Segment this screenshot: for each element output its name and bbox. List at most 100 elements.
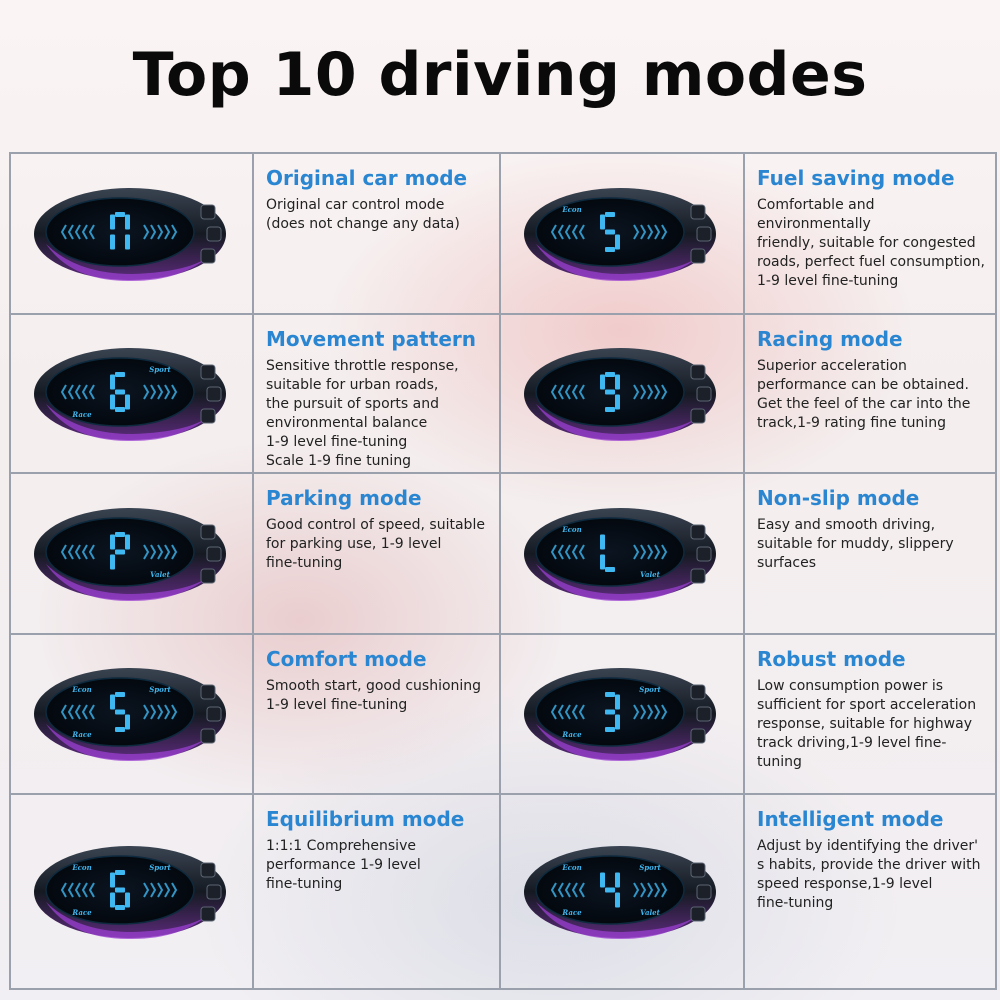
chevron-icon (661, 704, 668, 720)
chevron-icon (564, 224, 571, 239)
digit-segment (615, 694, 620, 710)
digit-segment (109, 214, 115, 229)
digit-segment (605, 709, 615, 715)
mode-indicator-valet: Valet (150, 570, 170, 579)
chevron-icon (578, 384, 585, 399)
controller-side-button (696, 706, 712, 722)
controller-side-button (200, 568, 215, 583)
chevron-icon (156, 224, 163, 239)
chevron-icon (633, 544, 640, 559)
mode-description: Comfortable and environmentally friendly… (757, 197, 985, 289)
chevron-icon (661, 882, 668, 897)
mode-indicator-sport: Sport (149, 863, 171, 872)
chevron-icon (550, 704, 557, 720)
chevron-icon (647, 704, 654, 720)
controller-side-button (696, 386, 712, 401)
throttle-controller-image: Econ (524, 187, 716, 281)
chevron-icon (578, 544, 585, 559)
chevron-icon (170, 544, 177, 559)
chevron-icon (571, 224, 578, 239)
chevron-icon (60, 384, 67, 399)
chevron-icon (149, 224, 156, 239)
controller-accent (45, 724, 212, 762)
digit-segment (114, 531, 125, 537)
digit-segment (615, 234, 620, 249)
chevron-icon (81, 224, 88, 239)
chevron-icon (661, 544, 668, 559)
mode-description: Low consumption power is sufficient for … (757, 678, 977, 770)
chevron-icon (654, 224, 661, 239)
chevron-icon (67, 224, 74, 239)
chevron-icon (571, 544, 578, 559)
chevron-icon (142, 704, 149, 720)
controller-side-button (200, 524, 215, 539)
mode-description: Original car control mode (does not chan… (266, 197, 460, 232)
controller-side-button (690, 684, 706, 700)
controller-side-button (206, 546, 221, 561)
controller-side-button (690, 728, 706, 744)
digit-segment (114, 904, 125, 910)
digit-segment (114, 549, 125, 554)
mode-image-cell: Valet (11, 474, 254, 635)
chevron-icon (564, 544, 571, 559)
display-digit (109, 371, 130, 412)
digit-segment (114, 869, 125, 875)
chevron-icon (60, 882, 67, 897)
chevron-icon (142, 384, 149, 399)
chevron-icon (640, 384, 647, 399)
chevron-icon (550, 224, 557, 239)
chevron-icon (557, 384, 564, 399)
chevron-icon (163, 882, 170, 897)
display-digit (109, 869, 130, 910)
chevron-icon (142, 882, 149, 897)
chevron-icon (654, 704, 661, 720)
chevron-icon (564, 704, 571, 720)
chevron-icon (550, 384, 557, 399)
chevron-icon (142, 224, 149, 239)
controller-side-button (200, 862, 215, 877)
digit-segment (605, 887, 615, 892)
chevron-icon (564, 384, 571, 399)
controller-side-button (690, 364, 706, 379)
mode-description: Smooth start, good cushioning 1-9 level … (266, 678, 482, 713)
chevron-icon (571, 882, 578, 897)
chevron-icon (81, 882, 88, 897)
digit-segment (124, 234, 130, 249)
mode-title: Movement pattern (266, 327, 477, 351)
controller-side-button (206, 226, 221, 241)
mode-image-cell (501, 315, 745, 474)
chevron-icon (60, 704, 67, 720)
controller-side-button (200, 248, 215, 263)
mode-indicator-econ: Econ (561, 525, 581, 534)
chevron-icon (557, 544, 564, 559)
chevron-icon (633, 384, 640, 399)
chevron-icon (67, 882, 74, 897)
digit-segment (600, 214, 605, 229)
chevron-icon (88, 882, 95, 897)
chevron-icon (67, 384, 74, 399)
digit-segment (124, 892, 130, 907)
mode-description: Easy and smooth driving, suitable for mu… (757, 517, 954, 571)
display-digit (109, 211, 130, 249)
digit-segment (114, 692, 125, 697)
mode-indicator-econ: Econ (561, 205, 581, 214)
digit-segment (605, 406, 615, 412)
mode-indicator-sport: Sport (639, 863, 661, 872)
controller-side-button (200, 728, 215, 744)
display-digit (600, 371, 620, 412)
mode-description: Sensitive throttle response, suitable fo… (266, 358, 459, 469)
digit-segment (109, 872, 115, 887)
chevron-icon (156, 704, 163, 720)
chevron-icon (142, 544, 149, 559)
mode-title: Original car mode (266, 166, 468, 190)
digit-segment (124, 534, 130, 549)
chevron-icon (60, 544, 67, 559)
chevron-icon (640, 544, 647, 559)
digit-segment (124, 394, 130, 409)
